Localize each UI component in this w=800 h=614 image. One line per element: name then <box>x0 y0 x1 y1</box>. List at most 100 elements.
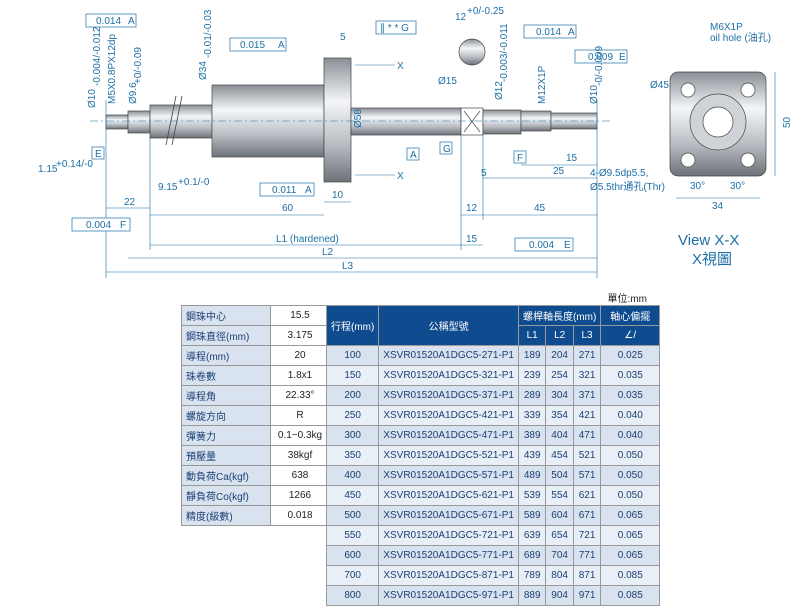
x-label-bottom: X <box>397 171 404 182</box>
model-cell: XSVR01520A1DGC5-371-P1 <box>378 385 519 406</box>
dim-915: 9.15 <box>158 182 178 193</box>
l2-cell: 554 <box>545 485 574 506</box>
tol-0004-e-ref: E <box>564 240 571 251</box>
dia96-tol: +0/-0.09 <box>133 47 144 84</box>
spec-key: 靜負荷Co(kgf) <box>181 485 271 506</box>
stroke-cell: 450 <box>325 485 380 506</box>
l2-cell: 504 <box>545 465 574 486</box>
spec-value: R <box>270 405 330 426</box>
l2-cell: 404 <box>545 425 574 446</box>
spec-key: 珠卷數 <box>181 365 271 386</box>
stroke-cell: 100 <box>325 345 380 366</box>
tolerance-frames <box>71 13 628 252</box>
tol-0015-ref: A <box>278 40 285 51</box>
l2-cell: 204 <box>545 345 574 366</box>
l1-cell: 489 <box>517 465 547 486</box>
spec-key: 導程角 <box>181 385 271 406</box>
spec-key: 螺旋方向 <box>181 405 271 426</box>
dim-60: 60 <box>282 203 294 214</box>
tol-0004-f-ref: F <box>120 220 126 231</box>
l3-cell: 421 <box>572 405 602 426</box>
spec-row: 精度(級數)0.018 <box>181 505 330 526</box>
model-cell: XSVR01520A1DGC5-471-P1 <box>378 425 519 446</box>
l1-cell: 639 <box>517 525 547 546</box>
l2-cell: 604 <box>545 505 574 526</box>
tol-0011: 0.011 <box>272 185 297 196</box>
dim-50: 50 <box>782 116 793 128</box>
stroke-cell: 150 <box>325 365 380 386</box>
header-runout: 軸心偏擺 <box>600 305 661 326</box>
runout-cell: 0.065 <box>600 545 661 566</box>
holes-spec: 4-Ø9.5dp5.5, <box>590 168 648 179</box>
runout-cell: 0.040 <box>600 425 661 446</box>
dim-5-top: 5 <box>340 32 346 43</box>
l2-cell: 904 <box>545 585 574 606</box>
spec-key: 精度(級數) <box>181 505 271 526</box>
runout-cell: 0.085 <box>600 585 661 606</box>
l1-cell: 239 <box>517 365 547 386</box>
l1-cell: 539 <box>517 485 547 506</box>
spec-value: 38kgf <box>270 445 330 466</box>
dim-12: 12 <box>455 12 467 23</box>
drawing-labels: 0.014 A Ø10 -0.004/-0.012 M5X0.8PX12dp Ø… <box>38 6 793 272</box>
model-cell: XSVR01520A1DGC5-271-P1 <box>378 345 519 366</box>
header-stroke: 行程(mm) <box>325 305 380 346</box>
dim-115: 1.15 <box>38 164 58 175</box>
screw-shaft <box>90 38 610 183</box>
m12: M12X1P <box>537 65 548 104</box>
l3-label: L3 <box>342 261 354 272</box>
m5-thread: M5X0.8PX12dp <box>107 34 118 104</box>
runout-cell: 0.065 <box>600 525 661 546</box>
l1-cell: 439 <box>517 445 547 466</box>
l3-cell: 721 <box>572 525 602 546</box>
dim-34: 34 <box>712 201 724 212</box>
spec-value: 1266 <box>270 485 330 506</box>
tol-0014-right: 0.014 <box>536 27 561 38</box>
runout-cell: 0.050 <box>600 445 661 466</box>
dia96: Ø9.6 <box>128 82 139 104</box>
model-cell: XSVR01520A1DGC5-321-P1 <box>378 365 519 386</box>
runout-cell: 0.025 <box>600 345 661 366</box>
model-cell: XSVR01520A1DGC5-771-P1 <box>378 545 519 566</box>
tol-0004-e: 0.004 <box>529 240 554 251</box>
dia12: Ø12 <box>494 81 505 100</box>
spec-key: 預壓量 <box>181 445 271 466</box>
spec-value: 20 <box>270 345 330 366</box>
stroke-cell: 700 <box>325 565 380 586</box>
model-table: 行程(mm) 公稱型號 螺桿軸長度(mm) 軸心偏擺 L1 L2 L3 ∠/ 1… <box>325 305 661 606</box>
ref-e: E <box>95 149 102 160</box>
ref-f: F <box>517 153 523 164</box>
dim-915-tol: +0.1/-0 <box>178 177 210 188</box>
runout-cell: 0.050 <box>600 485 661 506</box>
l1-cell: 339 <box>517 405 547 426</box>
runout-cell: 0.035 <box>600 385 661 406</box>
holes-spec-2: Ø5.5thr通孔(Thr) <box>590 181 665 193</box>
l3-cell: 621 <box>572 485 602 506</box>
l2-cell: 354 <box>545 405 574 426</box>
dia12-tol: -0.003/-0.011 <box>499 23 510 82</box>
model-cell: XSVR01520A1DGC5-621-P1 <box>378 485 519 506</box>
spec-row: 動負荷Ca(kgf)638 <box>181 465 330 486</box>
dim-25: 25 <box>553 166 565 177</box>
view-title: View X-X <box>678 232 739 249</box>
oil-hole-thread: M6X1P <box>710 22 743 33</box>
model-cell: XSVR01520A1DGC5-871-P1 <box>378 565 519 586</box>
dia34-tol: -0.01/-0.03 <box>203 9 214 58</box>
header-l3: L3 <box>572 325 602 346</box>
spec-key: 彈簧力 <box>181 425 271 446</box>
spec-value: 15.5 <box>270 305 330 326</box>
angle-30-right: 30° <box>730 181 745 192</box>
tol-0009-ref: E <box>619 52 626 63</box>
dia45: Ø45 <box>650 80 669 91</box>
dim-10: 10 <box>332 190 344 201</box>
header-l1: L1 <box>517 325 547 346</box>
